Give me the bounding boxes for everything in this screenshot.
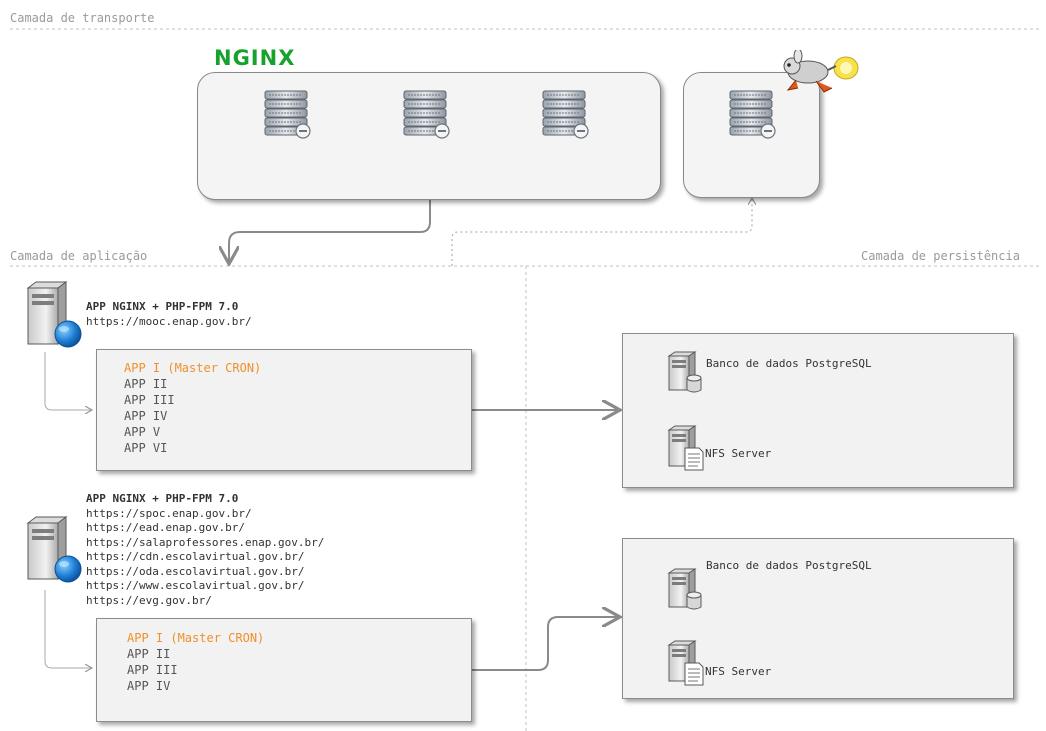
app-group-2-header: APP NGINX + PHP-FPM 7.0 [86,492,239,505]
nginx-logo: NGINX [214,46,296,70]
app-group-2-url: https://salaprofessores.enap.gov.br/ [86,535,325,549]
app-group-2-url: https://ead.enap.gov.br/ [86,521,245,534]
app-group-2-url: https://www.escolavirtual.gov.br/ [86,579,305,592]
app-list-1: APP I (Master CRON) APP II APP III APP I… [96,349,472,471]
nginx-server-icon-1 [264,90,311,139]
nfs-server-icon [668,640,704,686]
database-server-icon [668,568,702,610]
nginx-server-icon-2 [403,90,450,139]
app-item: APP IV [124,409,168,423]
nginx-server-icon-3 [542,90,589,139]
section-label-transport: Camada de transporte [10,11,155,25]
db-label: Banco de dados PostgreSQL [706,559,872,572]
app-item: APP III [124,393,175,407]
app-item: APP V [124,425,161,439]
app-server-icon-2 [27,516,82,583]
cache-box [683,72,820,198]
nginx-cluster-box [197,72,661,200]
app-group-2-url: https://spoc.enap.gov.br/ [86,506,252,520]
cache-server-icon [729,90,776,139]
app-item: APP IV [127,679,171,693]
db-label: Banco de dados PostgreSQL [706,357,872,370]
app-list-2: APP I (Master CRON) APP II APP III APP I… [96,618,472,722]
app-group-2-url: https://evg.gov.br/ [86,593,212,607]
persistence-box-1: Banco de dados PostgreSQL NFS Server [622,333,1014,488]
connector-server2-to-apps [44,590,92,668]
nfs-server-icon [668,425,704,471]
section-label-persistence: Camada de persistência [861,249,1020,263]
app-item: APP II [124,377,168,391]
persistence-box-2: Banco de dados PostgreSQL NFS Server [622,538,1014,699]
app-item: APP II [127,647,171,661]
connector-server1-to-apps [44,352,92,410]
database-server-icon [668,351,702,393]
app-group-1-url: https://mooc.enap.gov.br/ [86,314,252,328]
app-item: APP I (Master CRON) [127,631,265,645]
nfs-label: NFS Server [705,447,772,460]
app-group-2-url: https://cdn.escolavirtual.gov.br/ [86,550,305,563]
app-group-2-info: APP NGINX + PHP-FPM 7.0 https://spoc.ena… [86,492,324,608]
section-label-application: Camada de aplicação [10,249,148,263]
app-server-icon-1 [27,281,82,348]
app-group-1-header: APP NGINX + PHP-FPM 7.0 [86,300,239,313]
app-item: APP I (Master CRON) [124,361,262,375]
app-group-1-info: APP NGINX + PHP-FPM 7.0 https://mooc.ena… [86,300,252,329]
nfs-label: NFS Server [705,665,772,678]
connector-apps2-to-persistence2 [472,617,618,671]
app-group-2-url: https://oda.escolavirtual.gov.br/ [86,564,305,578]
connector-dotted-cache [451,198,752,266]
varnish-rabbit-icon [783,50,859,93]
app-item: APP VI [124,441,168,455]
app-item: APP III [127,663,178,677]
connector-nginx-to-app [229,200,431,262]
